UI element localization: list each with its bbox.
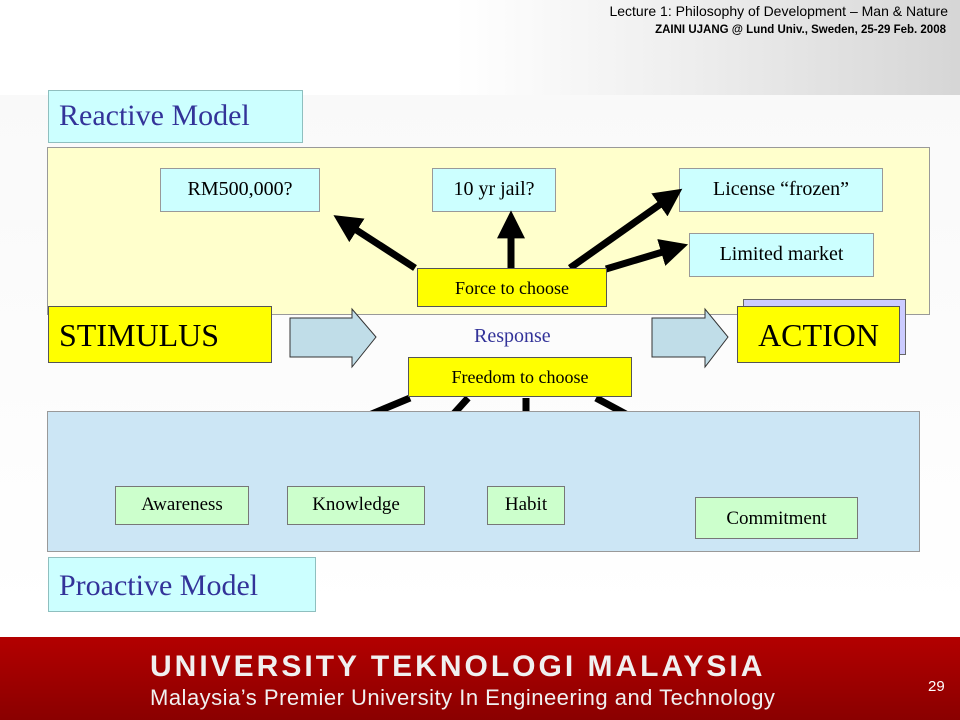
- header-decoration: [455, 0, 960, 95]
- lecture-title: Lecture 1: Philosophy of Development – M…: [609, 3, 948, 19]
- consequence-license: License “frozen”: [679, 168, 883, 212]
- force-to-choose: Force to choose: [417, 268, 607, 307]
- response-label: Response: [474, 325, 551, 347]
- factor-knowledge: Knowledge: [287, 486, 425, 525]
- factor-commitment: Commitment: [695, 497, 858, 539]
- arrow-to-license: [567, 188, 683, 271]
- action-label: ACTION: [737, 306, 900, 363]
- arrow-to-market: [604, 239, 689, 273]
- flow-arrow-action: [651, 307, 729, 369]
- factor-awareness: Awareness: [115, 486, 249, 525]
- consequence-jail: 10 yr jail?: [432, 168, 556, 212]
- proactive-model-title: Proactive Model: [48, 557, 316, 612]
- reactive-model-title: Reactive Model: [48, 90, 303, 143]
- university-tagline: Malaysia’s Premier University In Enginee…: [150, 685, 776, 710]
- consequence-fine: RM500,000?: [160, 168, 320, 212]
- stimulus-label: STIMULUS: [48, 306, 272, 363]
- arrow-to-fine: [333, 215, 417, 271]
- factor-habit: Habit: [487, 486, 565, 525]
- footer-banner: [0, 637, 960, 720]
- page-number: 29: [928, 678, 945, 695]
- flow-arrow-stimulus: [289, 307, 377, 369]
- university-name: UNIVERSITY TEKNOLOGI MALAYSIA: [150, 650, 766, 683]
- freedom-to-choose: Freedom to choose: [408, 357, 632, 397]
- presenter-line: ZAINI UJANG @ Lund Univ., Sweden, 25-29 …: [655, 24, 946, 36]
- consequence-market: Limited market: [689, 233, 874, 277]
